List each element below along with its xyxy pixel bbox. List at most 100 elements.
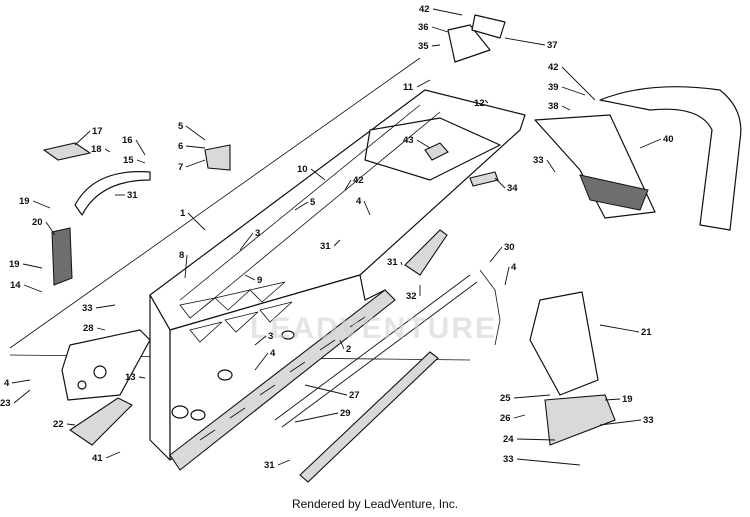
callout-number: 39 [548,82,559,93]
callout-number: 16 [122,135,133,146]
callout-13: 13 [125,372,146,383]
callout-14: 14 [10,280,43,293]
callout-leader-line [95,304,116,309]
callout-17: 17 [74,126,103,146]
reflector-34 [469,171,499,187]
callout-number: 5 [178,121,184,132]
callout-33: 33 [503,454,581,466]
callout-leader-line [185,159,206,168]
callout-leader-line [504,37,546,46]
callout-number: 38 [548,101,559,112]
callout-number: 41 [92,453,103,464]
callout-1: 1 [180,208,206,231]
callout-number: 19 [19,196,30,207]
callout-4: 4 [254,348,276,371]
callout-6: 6 [178,141,206,152]
callout-leader-line [339,339,345,350]
callout-number: 15 [123,155,134,166]
callout-36: 36 [418,22,449,33]
callout-leader-line [185,125,206,141]
callout-leader-line [513,394,551,399]
callout-21: 21 [599,324,652,338]
callout-number: 42 [419,4,430,15]
callout-leader-line [494,177,506,189]
callout-number: 24 [503,434,514,445]
callout-leader-line [13,389,31,404]
callout-40: 40 [639,134,674,149]
callout-number: 18 [91,144,102,155]
callout-leader-line [66,423,76,426]
callout-9: 9 [244,274,262,286]
callout-number: 4 [4,378,10,389]
callout-42: 42 [419,4,463,16]
callout-leader-line [599,324,640,333]
callout-leader-line [561,86,586,96]
callout-leader-line [604,398,621,401]
callout-30: 30 [489,242,515,263]
rear-flap-36 [447,24,491,63]
callout-number: 6 [178,141,183,152]
callout-28: 28 [83,323,106,334]
callout-number: 4 [270,348,276,359]
callout-leader-line [431,26,449,33]
callout-15: 15 [123,155,146,166]
rear-light-37 [471,14,506,39]
callout-32: 32 [406,285,421,302]
callout-4: 4 [504,262,517,286]
callout-number: 29 [340,408,351,419]
callout-leader-line [74,130,91,146]
grab-handle [74,171,151,216]
callout-number: 43 [403,135,414,146]
callout-10: 10 [297,164,326,181]
callout-number: 20 [32,217,43,228]
callout-leader-line [96,327,106,331]
rail-27 [274,274,471,421]
callout-leader-line [400,261,403,266]
callout-number: 26 [500,413,511,424]
callout-number: 12 [474,98,485,109]
callout-42: 42 [344,175,364,191]
callout-leader-line [104,148,111,153]
callout-number: 10 [297,164,308,175]
callout-19: 19 [19,196,51,209]
callout-number: 42 [353,175,364,186]
callout-11: 11 [403,79,431,93]
callout-leader-line [304,384,348,396]
callout-22: 22 [53,419,76,430]
callout-number: 33 [643,415,654,426]
callout-leader-line [294,201,309,211]
callout-3: 3 [239,228,260,251]
callout-number: 27 [349,390,360,401]
callout-leader-line [23,284,43,293]
callout-number: 4 [511,262,517,273]
callout-number: 25 [500,393,511,404]
front-side-panel [61,329,151,401]
callout-leader-line [516,458,581,466]
callout-31: 31 [320,239,341,252]
rail-27-b [281,281,478,428]
callout-leader-line [516,438,556,441]
callout-42: 42 [548,62,596,101]
callout-leader-line [344,179,352,191]
footer-credit: Rendered by LeadVenture, Inc. [291,497,459,511]
callout-leader-line [294,412,339,423]
bracket-7 [204,144,231,171]
footrest-plate [69,397,133,446]
callout-number: 3 [268,331,273,342]
callout-leader-line [431,44,441,47]
callout-leader-line [416,139,431,149]
callout-number: 31 [387,257,398,268]
callout-16: 16 [122,135,146,156]
tunnel-assembly [149,89,526,471]
running-board [529,291,616,446]
callout-18: 18 [91,144,111,155]
callout-leader-line [639,138,662,149]
callout-leader-line [363,200,371,216]
callout-33: 33 [599,415,654,426]
callout-leader-line [254,352,269,371]
pad-17 [42,142,92,161]
callout-leader-line [546,159,556,173]
bracket-32 [404,229,448,276]
callout-number: 14 [10,280,21,291]
